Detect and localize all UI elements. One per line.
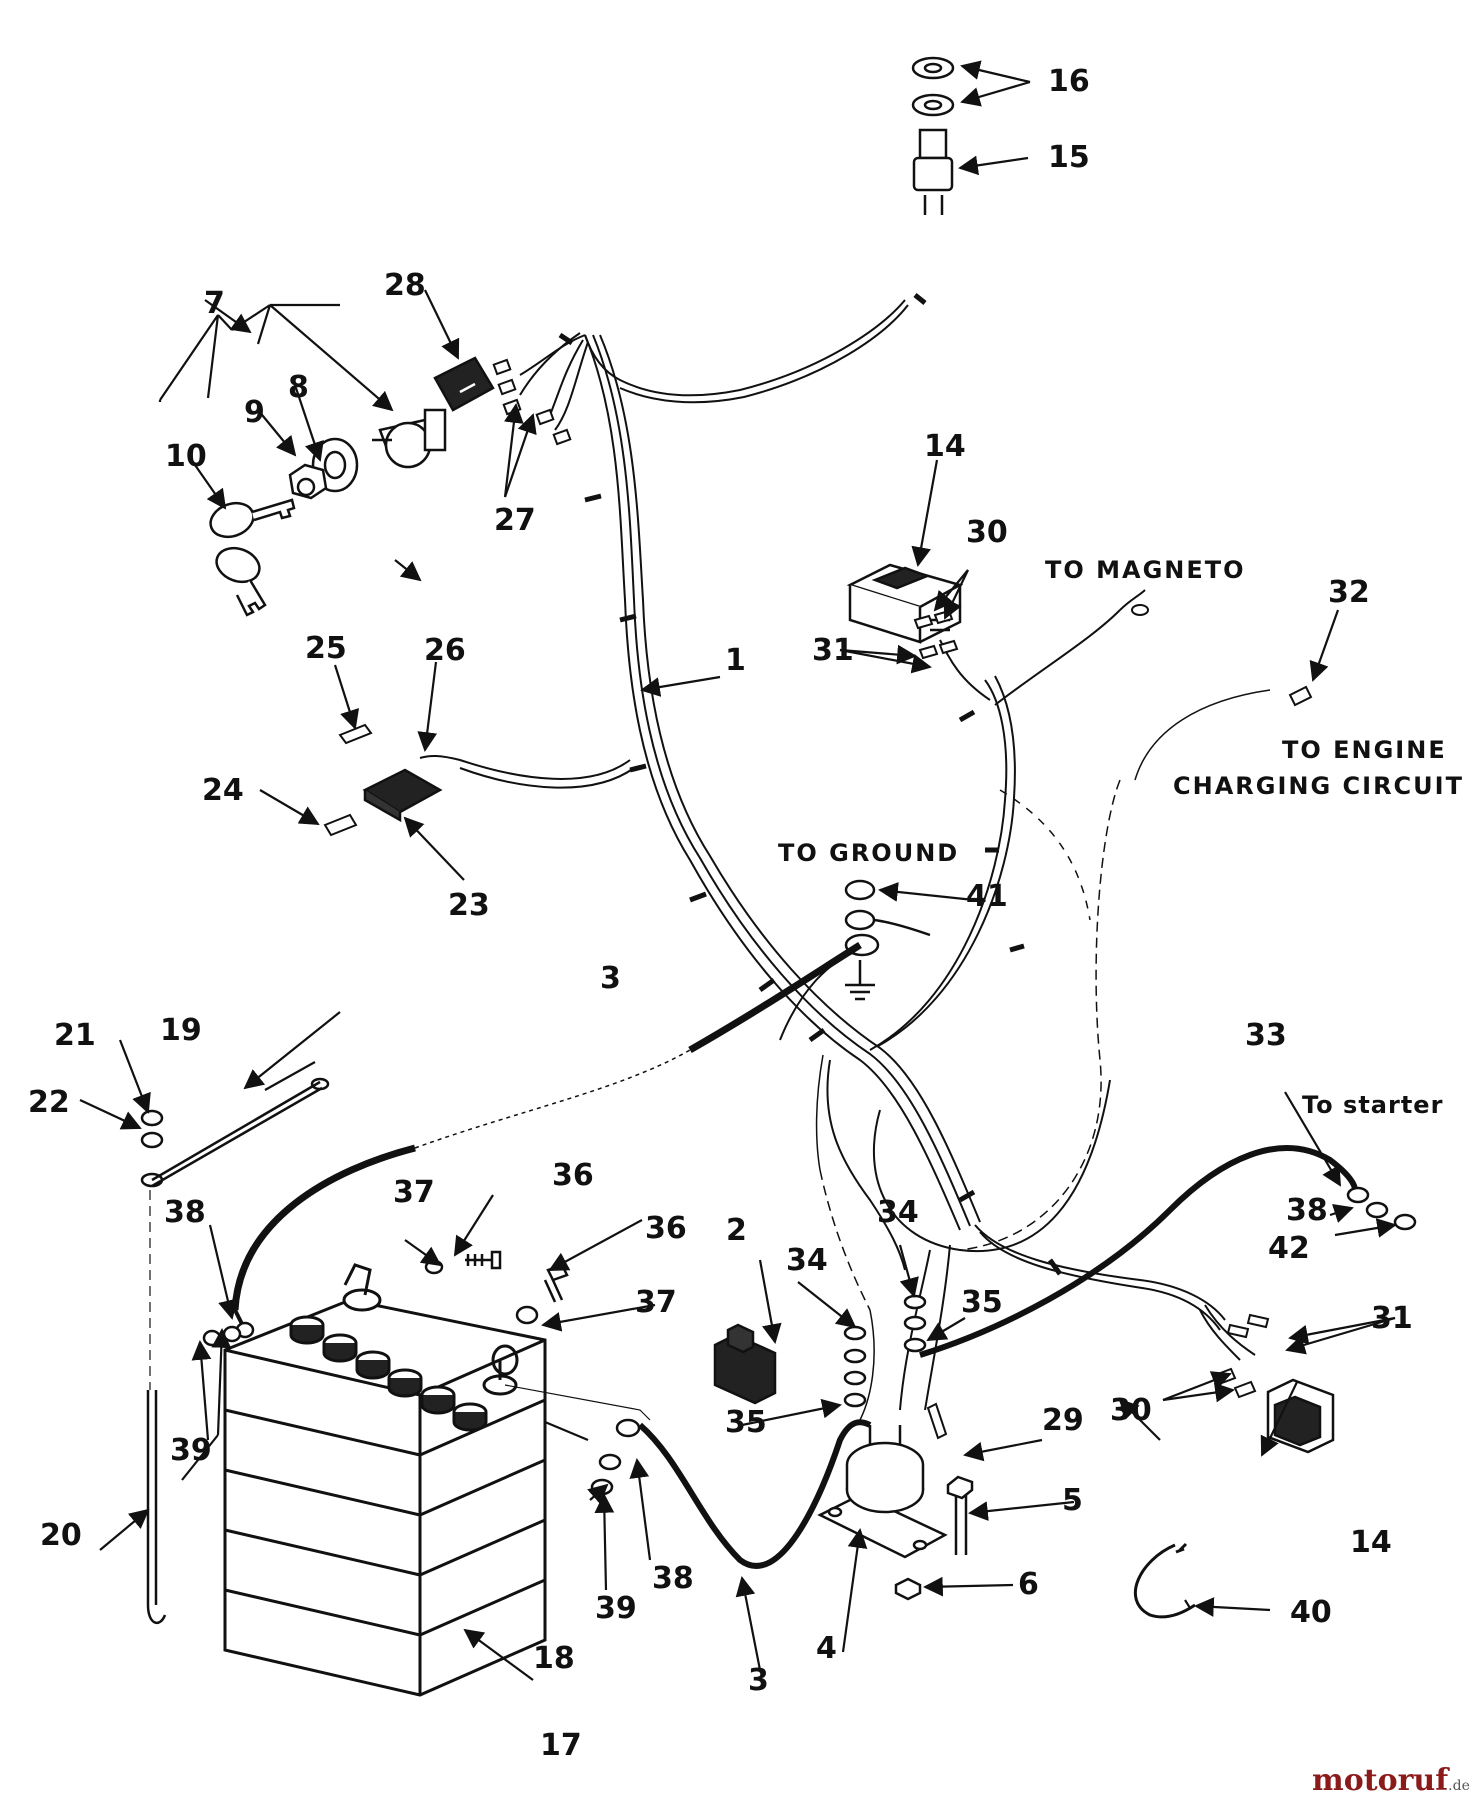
callout-leaders-extra	[194, 289, 589, 1442]
callout-24: 24	[202, 773, 244, 808]
callout-32: 32	[1328, 575, 1370, 610]
ignition-keys	[209, 498, 296, 617]
callout-35: 35	[725, 1405, 767, 1440]
ground-terminal	[844, 879, 931, 1001]
nut-small	[894, 1577, 922, 1601]
callout-17: 17	[540, 1728, 582, 1763]
callout-16: 16	[1048, 64, 1090, 99]
callout-40: 40	[1290, 1595, 1332, 1630]
callout-37: 37	[635, 1285, 677, 1320]
callout-leaders-plain	[158, 303, 340, 402]
callout-21: 21	[54, 1018, 96, 1053]
watermark-brand: motoruf.de	[1312, 1763, 1470, 1798]
terminal-boot	[713, 1323, 777, 1405]
bolt	[946, 1475, 974, 1555]
callout-38: 38	[652, 1561, 694, 1596]
seat-switch	[911, 56, 955, 215]
callout-9: 9	[244, 395, 265, 430]
callout-2: 2	[726, 1213, 747, 1248]
callout-leaders	[79, 60, 1397, 1681]
caption-charging-circuit: CHARGING CIRCUIT	[1173, 772, 1464, 800]
callout-34: 34	[786, 1243, 828, 1278]
callout-36: 36	[645, 1211, 687, 1246]
callout-19: 19	[160, 1013, 202, 1048]
caption-to-ground: TO GROUND	[778, 839, 959, 867]
battery-caps	[289, 1315, 488, 1432]
callout-22: 22	[28, 1085, 70, 1120]
callout-23: 23	[448, 888, 490, 923]
callout-29: 29	[1042, 1403, 1084, 1438]
caption-to-starter: To starter	[1302, 1091, 1443, 1119]
callout-33: 33	[1245, 1018, 1287, 1053]
callout-8: 8	[288, 370, 309, 405]
callout-28: 28	[384, 268, 426, 303]
callout-14: 14	[1350, 1525, 1392, 1560]
callout-3: 3	[748, 1663, 769, 1698]
callout-34: 34	[877, 1195, 919, 1230]
callout-7: 7	[204, 286, 225, 321]
caption-to-engine: TO ENGINE	[1282, 736, 1447, 764]
callout-18: 18	[533, 1641, 575, 1676]
callout-20: 20	[40, 1518, 82, 1553]
callout-30: 30	[966, 515, 1008, 550]
callout-31: 31	[1371, 1301, 1413, 1336]
fuse-holder	[362, 768, 443, 823]
callout-26: 26	[424, 633, 466, 668]
callout-39: 39	[170, 1433, 212, 1468]
callout-3: 3	[600, 961, 621, 996]
battery-hold-down	[146, 1077, 330, 1625]
battery-positive-cable	[504, 1384, 872, 1569]
ignition-switch	[372, 408, 447, 469]
terminal-screws	[465, 1250, 569, 1303]
callout-31: 31	[812, 633, 854, 668]
cable-tie	[1133, 1542, 1196, 1619]
battery-negative-cable	[231, 942, 862, 1331]
starter-solenoid	[817, 1425, 948, 1559]
callout-25: 25	[305, 631, 347, 666]
callout-27: 27	[494, 503, 536, 538]
callout-5: 5	[1062, 1483, 1083, 1518]
callout-38: 38	[1286, 1193, 1328, 1228]
rocker-switch-upper	[846, 563, 964, 644]
callout-38: 38	[164, 1195, 206, 1230]
thin-wires	[815, 689, 1271, 1421]
callout-6: 6	[1018, 1567, 1039, 1602]
callout-41: 41	[966, 879, 1008, 914]
callout-37: 37	[393, 1175, 435, 1210]
ring-terminals	[492, 358, 572, 446]
callout-42: 42	[1268, 1231, 1310, 1266]
hex-nut	[288, 463, 328, 500]
callout-10: 10	[165, 439, 207, 474]
watermark-logo: motoruf.de	[1312, 1763, 1470, 1798]
rocker-switch-lower	[1266, 1378, 1335, 1454]
callout-30: 30	[1110, 1393, 1152, 1428]
callout-numbers: 1 2 3 3 4 5 6 7 8 9 10 14 14 15 16 17 18…	[28, 64, 1413, 1763]
callout-39: 39	[595, 1591, 637, 1626]
callout-35: 35	[961, 1285, 1003, 1320]
fuse	[323, 723, 373, 837]
callout-14: 14	[924, 429, 966, 464]
callout-36: 36	[552, 1158, 594, 1193]
callout-15: 15	[1048, 140, 1090, 175]
caption-to-magneto: TO MAGNETO	[1045, 556, 1246, 584]
callout-1: 1	[725, 643, 746, 678]
callout-4: 4	[816, 1631, 837, 1666]
battery	[223, 1263, 547, 1697]
connector-plug	[433, 356, 495, 412]
